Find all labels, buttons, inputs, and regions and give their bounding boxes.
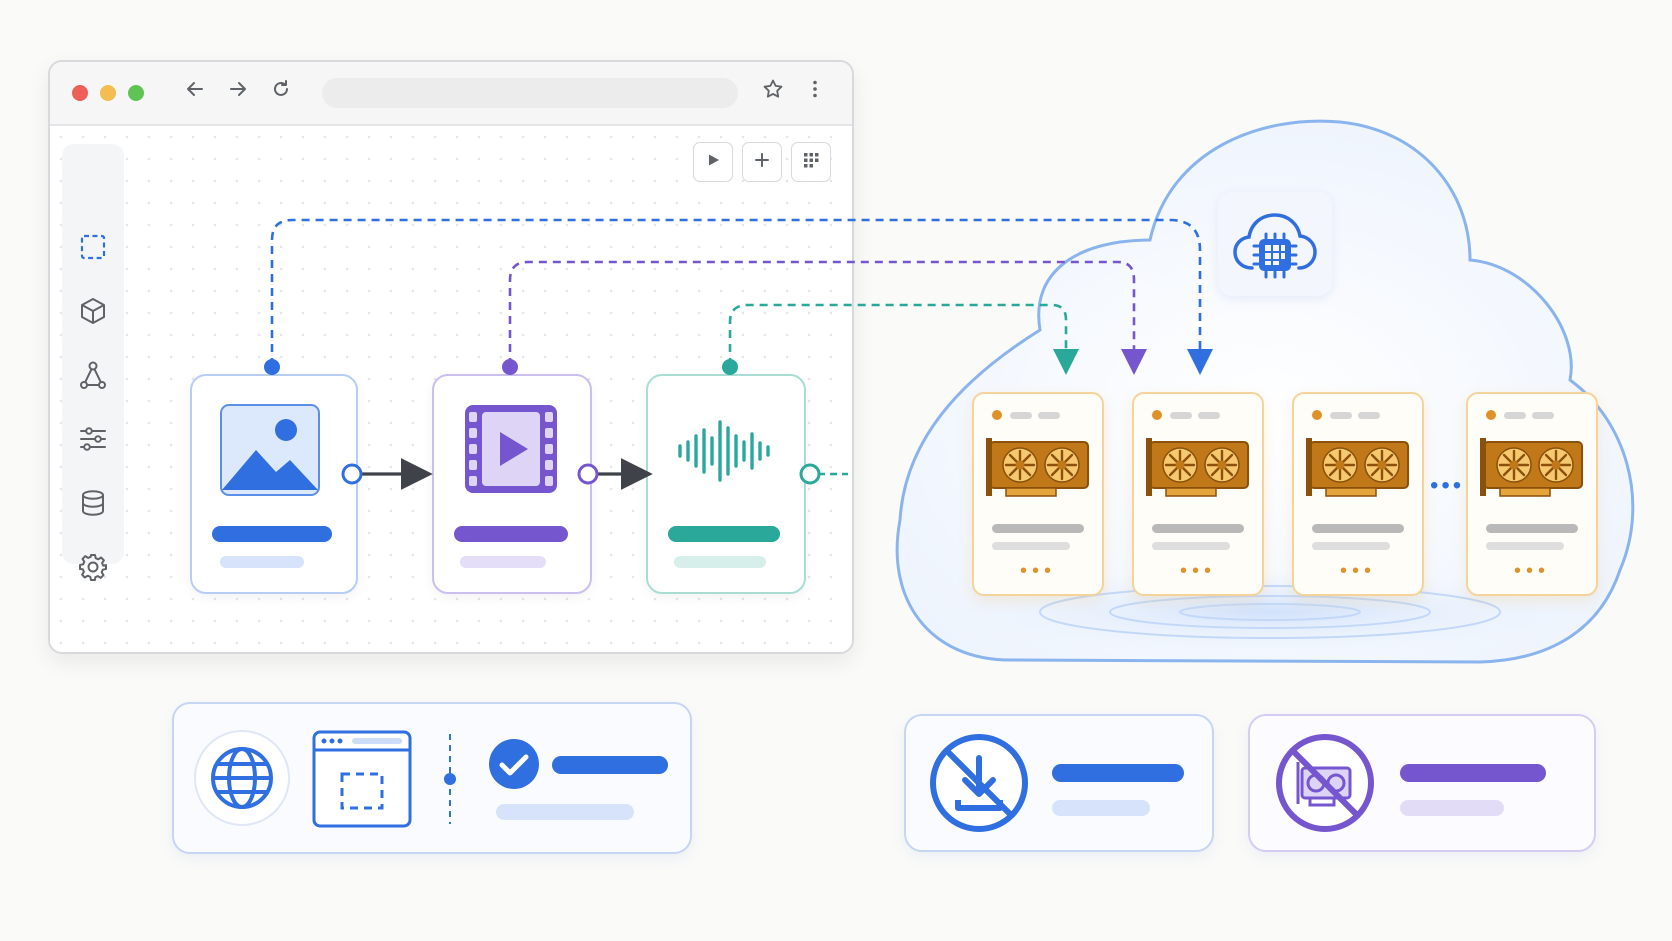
star-icon[interactable] (758, 78, 788, 108)
browser-toolbar (50, 62, 852, 126)
panel-title-bar (1052, 764, 1184, 782)
address-bar[interactable] (322, 78, 738, 108)
gpu-ellipsis-icon: ••• (1430, 472, 1465, 499)
cube-icon[interactable] (68, 286, 118, 336)
panel-subtitle-bar (1052, 800, 1150, 816)
gpu-more-icon: ••• (1020, 560, 1057, 582)
database-icon[interactable] (68, 478, 118, 528)
gpu-more-icon: ••• (1340, 560, 1377, 582)
panel-divider (444, 734, 456, 824)
play-button[interactable] (693, 142, 733, 182)
add-button[interactable] (742, 142, 782, 182)
grid-icon (802, 151, 820, 174)
window-close-button[interactable] (72, 85, 88, 101)
gpu-icon (1480, 434, 1586, 507)
play-icon (705, 152, 721, 173)
gpu-card[interactable]: ••• (1292, 392, 1424, 596)
gpu-card[interactable]: ••• (1466, 392, 1598, 596)
node-subtitle-bar (674, 556, 766, 568)
audio-node[interactable] (646, 374, 806, 594)
status-title-bar (552, 756, 668, 774)
cloud-compute-badge (1218, 192, 1332, 296)
more-vertical-icon[interactable] (800, 78, 830, 108)
gpu-icon (1306, 434, 1412, 507)
cloud-chip-icon (1230, 204, 1320, 289)
video-film-icon (464, 404, 558, 499)
selection-icon[interactable] (68, 222, 118, 272)
node-subtitle-bar (220, 556, 304, 568)
check-circle-icon (488, 738, 540, 795)
audio-waveform-icon (676, 416, 776, 491)
graph-node-icon[interactable] (68, 350, 118, 400)
back-arrow-icon[interactable] (180, 78, 210, 108)
video-node[interactable] (432, 374, 592, 594)
browser-window-icon (312, 730, 412, 833)
no-gpu-panel (1248, 714, 1596, 852)
window-minimize-button[interactable] (100, 85, 116, 101)
window-maximize-button[interactable] (128, 85, 144, 101)
status-subtitle-bar (496, 804, 634, 820)
gpu-card[interactable]: ••• (972, 392, 1104, 596)
node-title-bar (454, 526, 568, 542)
image-node[interactable] (190, 374, 358, 594)
panel-title-bar (1400, 764, 1546, 782)
panel-subtitle-bar (1400, 800, 1504, 816)
gpu-card[interactable]: ••• (1132, 392, 1264, 596)
sliders-icon[interactable] (68, 414, 118, 464)
browser-window (48, 60, 854, 654)
node-subtitle-bar (460, 556, 546, 568)
globe-icon (194, 730, 290, 826)
grid-button[interactable] (791, 142, 831, 182)
reload-icon[interactable] (266, 78, 296, 108)
gpu-more-icon: ••• (1180, 560, 1217, 582)
no-gpu-icon (1274, 732, 1376, 839)
gear-icon[interactable] (68, 542, 118, 592)
gpu-icon (986, 434, 1092, 507)
gpu-icon (1146, 434, 1252, 507)
image-icon (220, 404, 320, 501)
gpu-more-icon: ••• (1514, 560, 1551, 582)
sidebar (62, 144, 124, 564)
browser-automation-panel (172, 702, 692, 854)
no-download-panel (904, 714, 1214, 852)
forward-arrow-icon[interactable] (223, 78, 253, 108)
plus-icon (754, 152, 770, 173)
node-title-bar (212, 526, 332, 542)
no-download-icon (928, 732, 1030, 839)
node-title-bar (668, 526, 780, 542)
